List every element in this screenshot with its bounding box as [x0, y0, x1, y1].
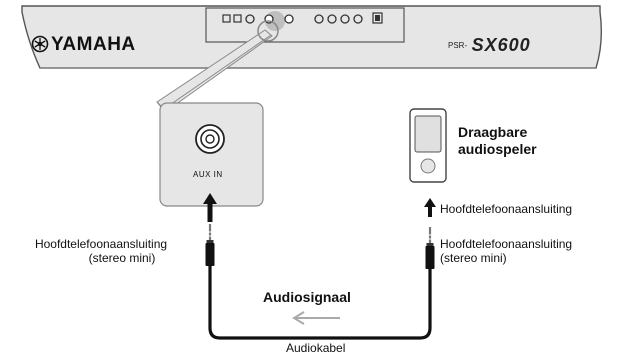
aux-in-label: AUX IN — [193, 170, 223, 179]
connector-jack-5 — [327, 14, 337, 24]
aux-in-jack-icon — [195, 124, 225, 154]
yamaha-logo-icon — [31, 35, 49, 53]
signal-label: Audiosignaal — [263, 289, 351, 305]
portable-audio-player-icon — [409, 108, 447, 183]
cable-label: Audiokabel — [286, 341, 346, 355]
player-title-line1: Draagbare — [458, 124, 528, 140]
connector-jack-6 — [340, 14, 350, 24]
right-plug-label: Hoofdtelefoonaansluiting (stereo mini) — [440, 237, 572, 265]
connector-jack-1 — [245, 14, 255, 24]
player-output-label: Hoofdtelefoonaansluiting — [440, 202, 573, 216]
rear-connector-panel — [205, 7, 405, 43]
player-output-arrow-icon — [424, 198, 436, 217]
left-plug-label: Hoofdtelefoonaansluiting (stereo mini) — [8, 237, 194, 265]
right-stereo-mini-plug-icon — [425, 227, 435, 269]
audio-cable — [208, 266, 432, 340]
right-plug-label-line1: Hoofdtelefoonaansluiting — [440, 237, 573, 251]
left-plug-label-line1: Hoofdtelefoonaansluiting — [34, 237, 168, 251]
connector-jack-7 — [353, 14, 363, 24]
zoom-source-ring — [257, 20, 279, 42]
right-plug-label-line2: (stereo mini) — [440, 251, 507, 265]
connector-square-1 — [222, 14, 231, 23]
brand-logo-text: YAMAHA — [51, 34, 136, 55]
connector-square-2 — [233, 14, 242, 23]
left-stereo-mini-plug-icon — [205, 224, 215, 266]
connector-jack-3 — [284, 14, 294, 24]
dc-in-socket — [372, 12, 383, 24]
signal-direction-arrow-icon — [292, 311, 340, 325]
aux-panel-zoom — [159, 102, 264, 207]
dc-in-pin — [375, 15, 380, 21]
model-number: SX600 — [471, 35, 531, 55]
player-title: Draagbare audiospeler — [458, 124, 537, 158]
model-prefix: PSR- — [448, 41, 468, 50]
connector-jack-4 — [314, 14, 324, 24]
left-plug-label-line2: (stereo mini) — [88, 251, 156, 265]
aux-in-arrow-icon — [203, 193, 217, 222]
model-name: PSR- SX600 — [448, 35, 531, 56]
player-title-line2: audiospeler — [458, 141, 537, 157]
